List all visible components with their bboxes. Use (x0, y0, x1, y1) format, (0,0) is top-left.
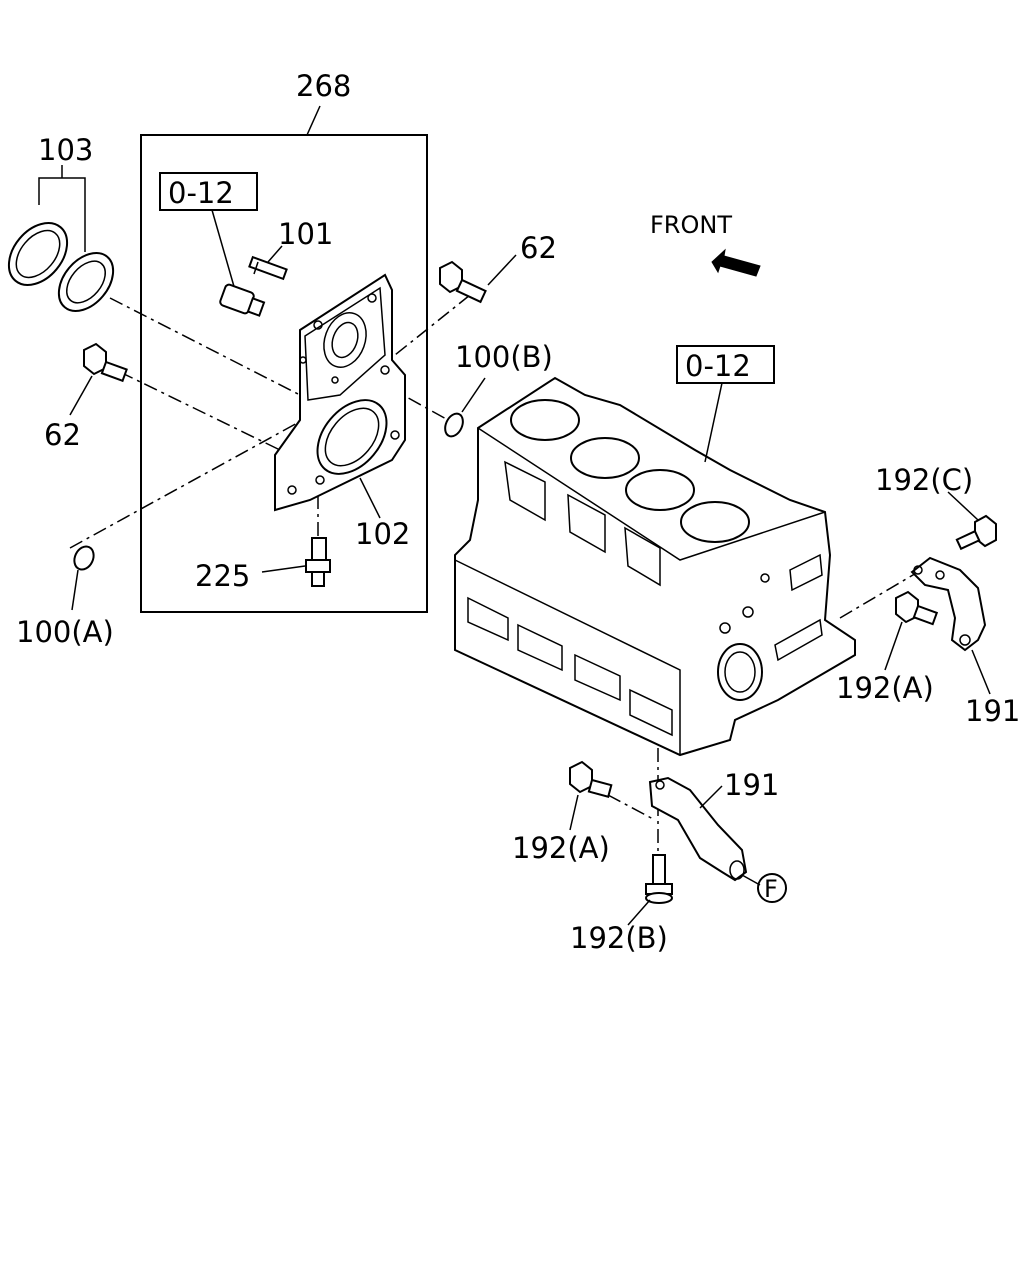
bolt-192a-bottom (569, 760, 613, 798)
label-front: FRONT (650, 211, 732, 239)
label-268: 268 (296, 69, 351, 103)
bolt-62-left (83, 342, 128, 383)
rear-plate (274, 273, 406, 512)
label-ref-block: 0-12 (685, 349, 751, 383)
axis-bottom-bolt (607, 794, 656, 821)
axis-oring-100a (69, 404, 331, 549)
leader-f (741, 874, 761, 886)
label-62-left: 62 (44, 418, 81, 452)
label-100a: 100(A) (16, 615, 114, 649)
axis-right-bracket (839, 571, 919, 619)
leader-100b (461, 377, 486, 413)
leader-62-left (69, 375, 93, 416)
circle-f-marker (757, 873, 787, 903)
axis-bolt-62-top (394, 294, 471, 356)
axis-bolt-62-left (119, 371, 281, 451)
label-100b: 100(B) (455, 340, 553, 374)
label-225: 225 (195, 559, 250, 593)
bolt-192a-right (895, 590, 939, 626)
leader-102 (359, 477, 381, 519)
leader-100a (71, 569, 79, 611)
bolt-62-top (439, 260, 487, 304)
axis-seal (109, 297, 301, 396)
seal-103-b (57, 252, 115, 312)
leader-191-bottom (699, 785, 723, 809)
stud-225 (305, 537, 331, 587)
leader-191-right (971, 649, 991, 695)
leader-192c (947, 491, 979, 521)
leader-101 (267, 245, 283, 263)
leader-192a-bottom (569, 794, 579, 831)
label-102: 102 (355, 517, 410, 551)
leader-192b (627, 899, 651, 926)
bolt-192c (955, 514, 997, 551)
sensor-part (219, 283, 266, 317)
bracket-191-right (910, 556, 987, 652)
label-circle-f: F (764, 875, 778, 903)
label-101: 101 (278, 217, 333, 251)
label-192a-right: 192(A) (836, 671, 934, 705)
ref-box-block (676, 345, 775, 384)
leader-ref-block (704, 382, 723, 463)
leader-62-top (487, 254, 517, 286)
leader-225 (261, 565, 306, 573)
label-103: 103 (38, 133, 93, 167)
oring-100a (73, 545, 95, 571)
stud-101 (248, 255, 288, 281)
label-192b: 192(B) (570, 921, 668, 955)
label-191-bottom: 191 (724, 768, 779, 802)
ref-box-left (159, 172, 258, 211)
leader-ref-left (211, 209, 236, 291)
label-191-right: 191 (965, 694, 1020, 728)
leader-192a-right (884, 621, 903, 671)
group-268-frame (140, 134, 428, 613)
front-arrow-icon (711, 248, 761, 277)
cylinder-block (454, 376, 856, 757)
seal-103-a (7, 222, 69, 286)
seal-102 (316, 399, 388, 475)
oring-100b (444, 412, 464, 438)
label-62-top: 62 (520, 231, 557, 265)
label-ref-left: 0-12 (168, 176, 234, 210)
bolt-192b (645, 854, 673, 904)
label-192a-bottom: 192(A) (512, 831, 610, 865)
leader-268 (306, 105, 321, 136)
bracket-191-bottom (648, 776, 748, 882)
label-192c: 192(C) (875, 463, 973, 497)
